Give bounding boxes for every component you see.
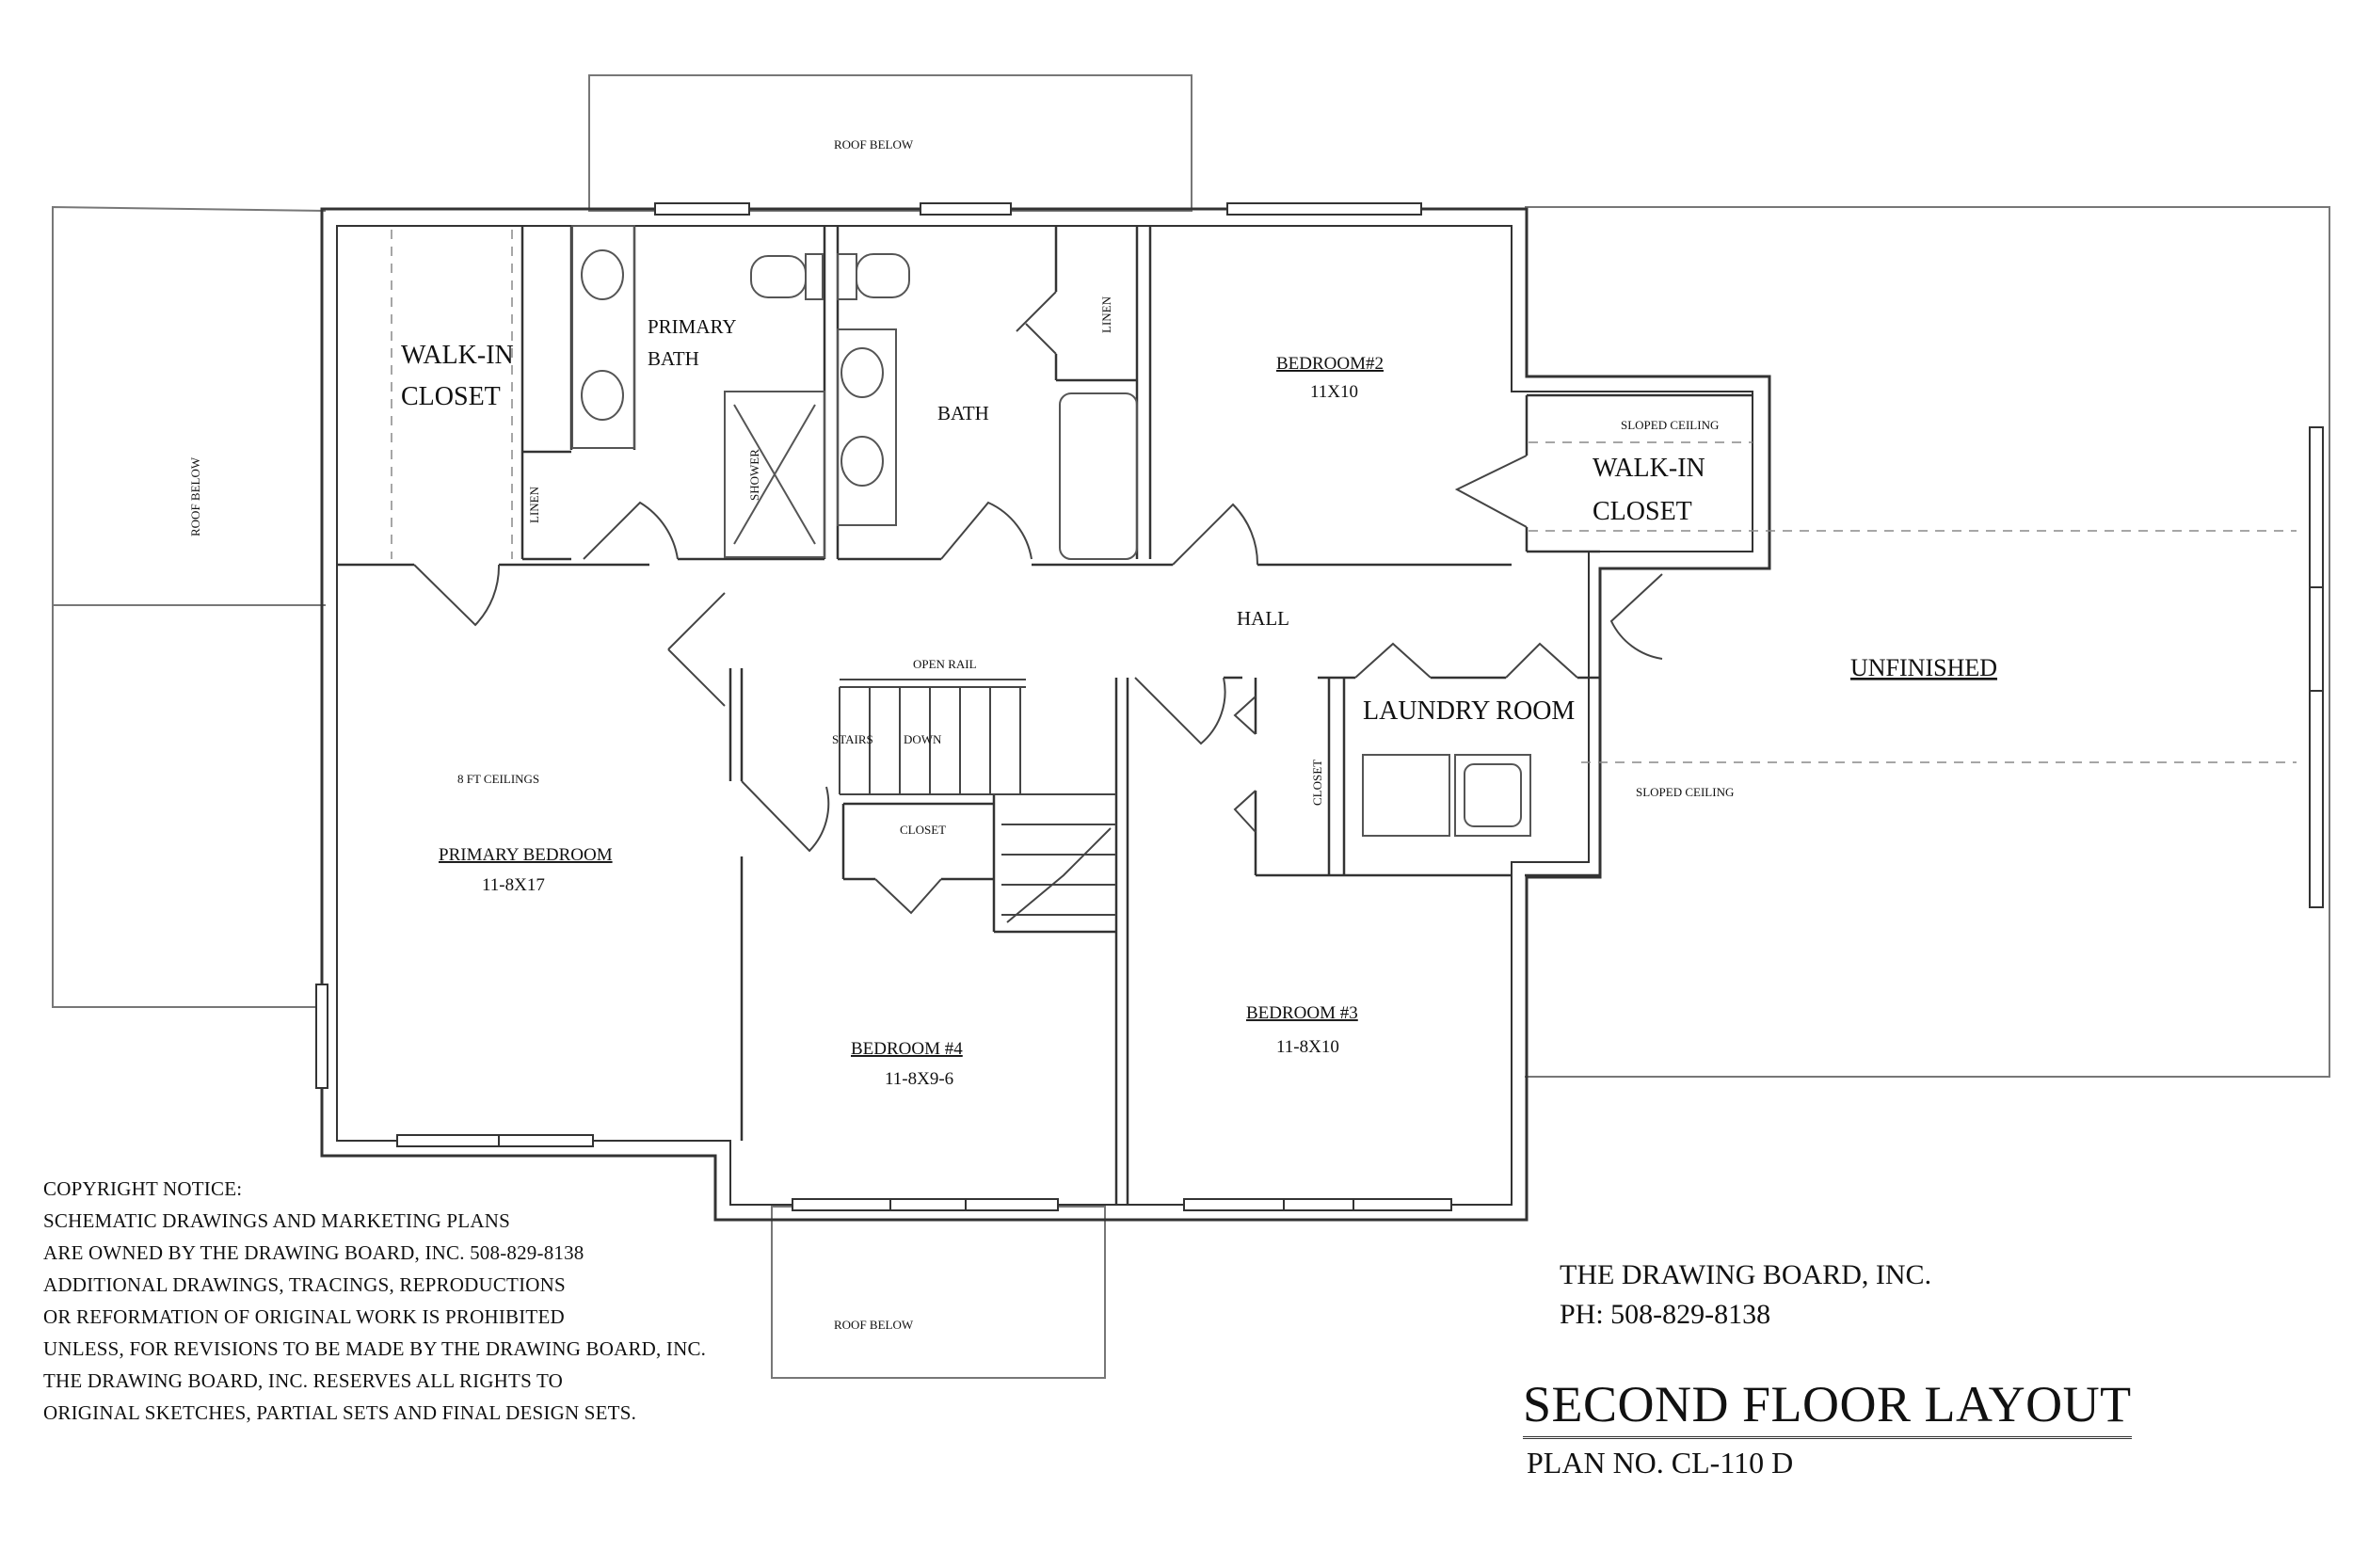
sloped-ceiling-label-2: SLOPED CEILING bbox=[1636, 785, 1734, 799]
primary-bedroom-size: 11-8X17 bbox=[482, 875, 545, 895]
dashed-lines bbox=[391, 230, 2297, 763]
bedroom4-name: BEDROOM #4 bbox=[851, 1039, 963, 1059]
down-label: DOWN bbox=[904, 732, 942, 746]
plan-number: PLAN NO. CL-110 D bbox=[1527, 1446, 1794, 1480]
primary-bedroom-name: PRIMARY BEDROOM bbox=[439, 845, 613, 865]
bath-label: BATH bbox=[937, 402, 989, 424]
copyright-line: SCHEMATIC DRAWINGS AND MARKETING PLANS bbox=[43, 1209, 510, 1232]
shower-label: SHOWER bbox=[747, 449, 761, 501]
closet-stair-label: CLOSET bbox=[900, 823, 946, 837]
drawing-title: SECOND FLOOR LAYOUT bbox=[1523, 1376, 2132, 1439]
primary-bath-label-b: BATH bbox=[648, 347, 699, 370]
open-rail-label: OPEN RAIL bbox=[913, 657, 977, 671]
walkin-closet-label-2b: CLOSET bbox=[1593, 497, 1692, 526]
bedroom2-name: BEDROOM#2 bbox=[1276, 354, 1384, 374]
copyright-line: COPYRIGHT NOTICE: bbox=[43, 1177, 243, 1200]
bedroom3-name: BEDROOM #3 bbox=[1246, 1003, 1358, 1023]
company-phone: PH: 508-829-8138 bbox=[1560, 1299, 1771, 1330]
door-swings bbox=[413, 291, 1663, 915]
copyright-line: UNLESS, FOR REVISIONS TO BE MADE BY THE … bbox=[43, 1337, 707, 1360]
laundry-room-label: LAUNDRY ROOM bbox=[1363, 696, 1575, 726]
ceilings-note: 8 FT CEILINGS bbox=[457, 772, 539, 786]
stairs-label: STAIRS bbox=[832, 732, 873, 746]
stairs bbox=[839, 679, 1116, 923]
copyright-line: ADDITIONAL DRAWINGS, TRACINGS, REPRODUCT… bbox=[43, 1273, 566, 1296]
copyright-notice: COPYRIGHT NOTICE: SCHEMATIC DRAWINGS AND… bbox=[43, 1173, 706, 1429]
linen-label-1: LINEN bbox=[527, 486, 541, 523]
copyright-line: OR REFORMATION OF ORIGINAL WORK IS PROHI… bbox=[43, 1305, 565, 1328]
bedroom2-size: 11X10 bbox=[1310, 382, 1358, 402]
primary-bath-label-a: PRIMARY bbox=[648, 315, 737, 338]
linen-label-2: LINEN bbox=[1099, 296, 1113, 333]
copyright-line: ARE OWNED BY THE DRAWING BOARD, INC. 508… bbox=[43, 1241, 584, 1264]
closet-laundry-label: CLOSET bbox=[1310, 760, 1324, 806]
unfinished-label: UNFINISHED bbox=[1850, 654, 1997, 681]
bedroom3-size: 11-8X10 bbox=[1276, 1037, 1339, 1057]
company-block: THE DRAWING BOARD, INC. PH: 508-829-8138 bbox=[1560, 1256, 1931, 1335]
walkin-closet-label-1b: CLOSET bbox=[401, 382, 501, 411]
bedroom4-size: 11-8X9-6 bbox=[885, 1069, 953, 1089]
hall-label: HALL bbox=[1237, 607, 1289, 630]
roof-below-label-top: ROOF BELOW bbox=[834, 137, 914, 152]
roof-below-label-bottom: ROOF BELOW bbox=[834, 1318, 914, 1332]
exterior-walls bbox=[320, 207, 1771, 1222]
fixtures bbox=[571, 225, 1531, 837]
copyright-line: THE DRAWING BOARD, INC. RESERVES ALL RIG… bbox=[43, 1369, 564, 1392]
walkin-closet-label-1a: WALK-IN bbox=[401, 341, 514, 370]
company-name: THE DRAWING BOARD, INC. bbox=[1560, 1259, 1932, 1290]
windows bbox=[315, 202, 2324, 1211]
roof-below-label-left: ROOF BELOW bbox=[188, 456, 202, 536]
sloped-ceiling-label-1: SLOPED CEILING bbox=[1621, 418, 1719, 432]
copyright-line: ORIGINAL SKETCHES, PARTIAL SETS AND FINA… bbox=[43, 1401, 637, 1424]
walkin-closet-label-2a: WALK-IN bbox=[1593, 454, 1705, 483]
